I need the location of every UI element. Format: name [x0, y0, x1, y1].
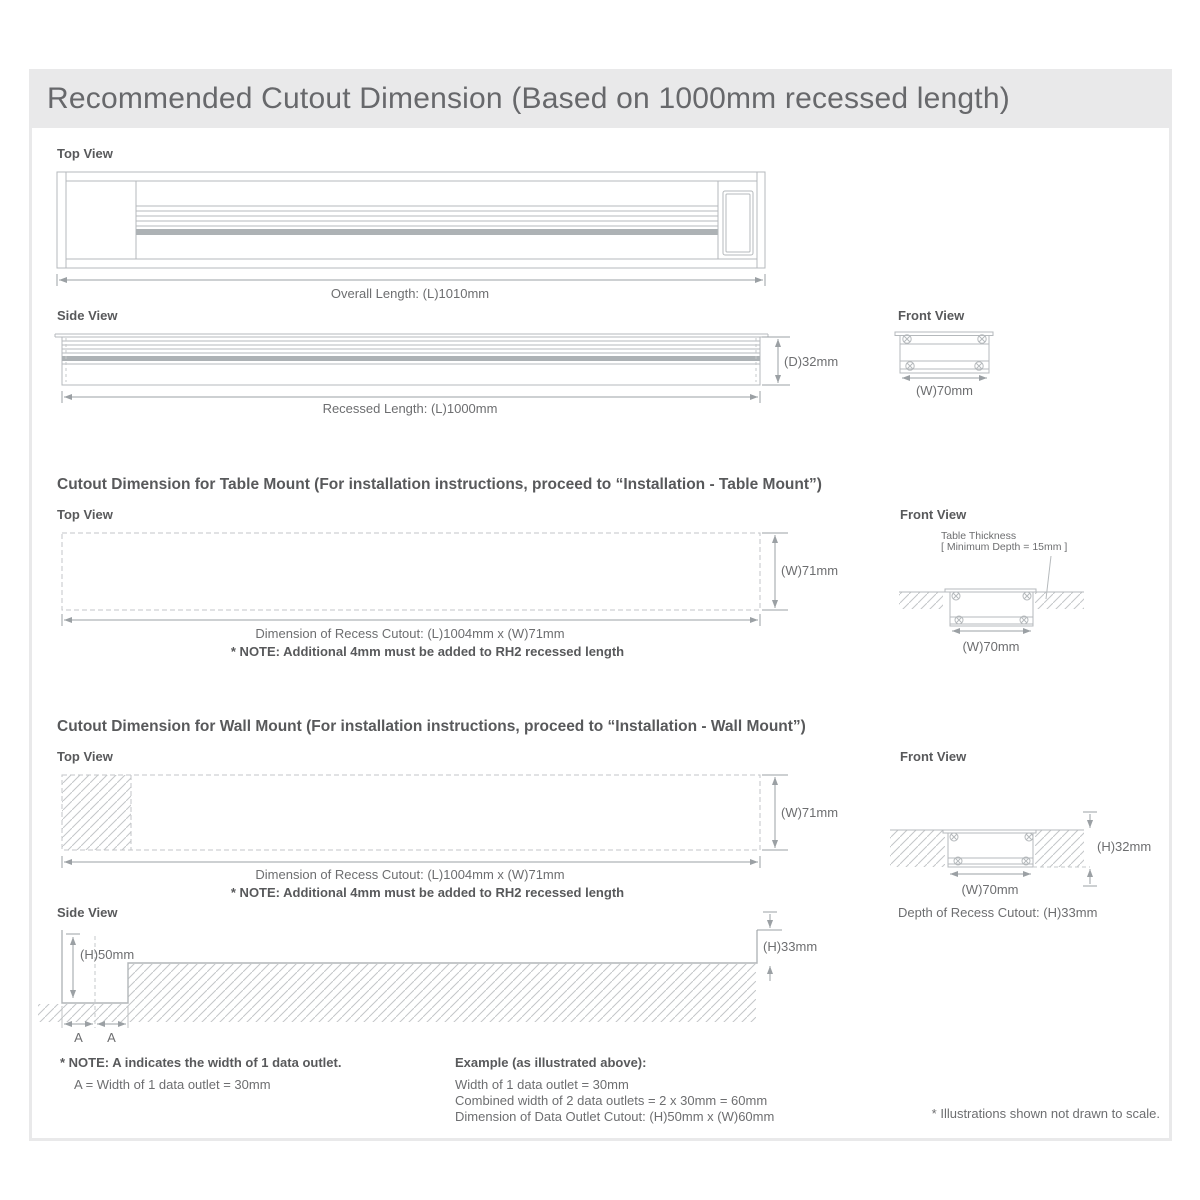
screw-icon	[949, 832, 959, 842]
outlet-module	[722, 190, 754, 256]
wall-front-caption: Depth of Recess Cutout: (H)33mm	[898, 905, 1098, 920]
overall-front-view-drawing	[894, 331, 994, 382]
overall-length-dimension-label: Overall Length: (L)1010mm	[330, 286, 490, 301]
wall-side-view-label: Side View	[57, 905, 118, 920]
screw-icon	[1021, 856, 1031, 866]
cutout-dashed-outline	[61, 532, 761, 611]
screw-icon	[951, 591, 961, 601]
overall-front-width-label: (W)70mm	[915, 383, 974, 398]
overall-side-view-drawing	[54, 333, 769, 386]
table-section-hatch	[899, 592, 943, 609]
wall-mount-note: * NOTE: Additional 4mm must be added to …	[230, 885, 625, 900]
cutout-dashed-outline	[61, 774, 761, 851]
wall-cutout-dimension-label: Dimension of Recess Cutout: (L)1004mm x …	[255, 867, 565, 882]
table-cutout-dimension-label: Dimension of Recess Cutout: (L)1004mm x …	[255, 626, 565, 641]
table-front-width-label: (W)70mm	[962, 639, 1020, 654]
overall-front-view-label: Front View	[898, 308, 965, 323]
wall-section-hatch	[62, 775, 131, 850]
wall-section-hatch	[890, 830, 945, 867]
wall-side-view-drawing	[38, 911, 782, 1028]
example-line-3: Dimension of Data Outlet Cutout: (H)50mm…	[455, 1109, 775, 1124]
overall-top-view-label: Top View	[57, 146, 113, 161]
example-heading: Example (as illustrated above):	[455, 1055, 647, 1070]
table-front-view-label: Front View	[900, 507, 967, 522]
screw-icon	[954, 615, 964, 625]
scale-footnote: * Illustrations shown not drawn to scale…	[931, 1106, 1160, 1121]
wall-section-hatch	[1035, 830, 1084, 867]
wall-front-width-label: (W)70mm	[961, 882, 1019, 897]
overall-side-view-label: Side View	[57, 308, 118, 323]
page-title: Recommended Cutout Dimension (Based on 1…	[47, 81, 1010, 115]
wall-front-view-drawing	[890, 811, 1097, 887]
screw-icon	[1019, 615, 1029, 625]
title-banner: Recommended Cutout Dimension (Based on 1…	[29, 69, 1172, 128]
track-band	[136, 229, 718, 235]
recessed-length-dimension-label: Recessed Length: (L)1000mm	[322, 401, 498, 416]
table-front-view-drawing	[899, 555, 1084, 635]
wall-top-view-drawing	[61, 774, 788, 868]
cutout-profile	[61, 930, 758, 1004]
wall-front-height-label: (H)32mm	[1097, 839, 1152, 854]
wall-top-view-label: Top View	[57, 749, 113, 764]
example-line-2: Combined width of 2 data outlets = 2 x 3…	[455, 1093, 768, 1108]
table-thickness-label-line2: [ Minimum Depth = 15mm ]	[941, 541, 1068, 553]
data-outlet-note: * NOTE: A indicates the width of 1 data …	[60, 1055, 342, 1070]
table-mount-heading: Cutout Dimension for Table Mount (For in…	[57, 476, 822, 493]
table-mount-note: * NOTE: Additional 4mm must be added to …	[230, 644, 625, 659]
overall-length-dimension	[56, 274, 766, 286]
side-height-right-label: (H)33mm	[763, 939, 818, 954]
side-height-left-label: (H)50mm	[80, 947, 135, 962]
wall-mount-heading: Cutout Dimension for Wall Mount (For ins…	[57, 718, 806, 735]
wall-section-hatch	[38, 964, 756, 1022]
outlet-width-marker-a2: A	[107, 1030, 116, 1045]
table-thickness-label-line1: Table Thickness	[941, 530, 1017, 542]
overall-side-dimensions	[61, 336, 790, 403]
example-line-1: Width of 1 data outlet = 30mm	[455, 1077, 629, 1092]
table-top-view-label: Top View	[57, 507, 113, 522]
outlet-width-marker-a1: A	[74, 1030, 83, 1045]
wall-front-view-label: Front View	[900, 749, 967, 764]
screw-icon	[905, 361, 915, 371]
table-cutout-width-label: (W)71mm	[781, 563, 839, 578]
track-band	[62, 356, 760, 361]
wall-cutout-width-label: (W)71mm	[781, 805, 839, 820]
table-top-view-drawing	[61, 532, 788, 626]
data-outlet-note-detail: A = Width of 1 data outlet = 30mm	[74, 1077, 271, 1092]
screw-icon	[1022, 591, 1032, 601]
depth-dimension-label: (D)32mm	[784, 354, 839, 369]
overall-top-view-drawing	[56, 171, 766, 269]
screw-icon	[1024, 832, 1034, 842]
screw-icon	[953, 856, 963, 866]
screw-icon	[902, 334, 912, 344]
screw-icon	[974, 361, 984, 371]
screw-icon	[977, 334, 987, 344]
table-section-hatch	[1035, 592, 1084, 609]
